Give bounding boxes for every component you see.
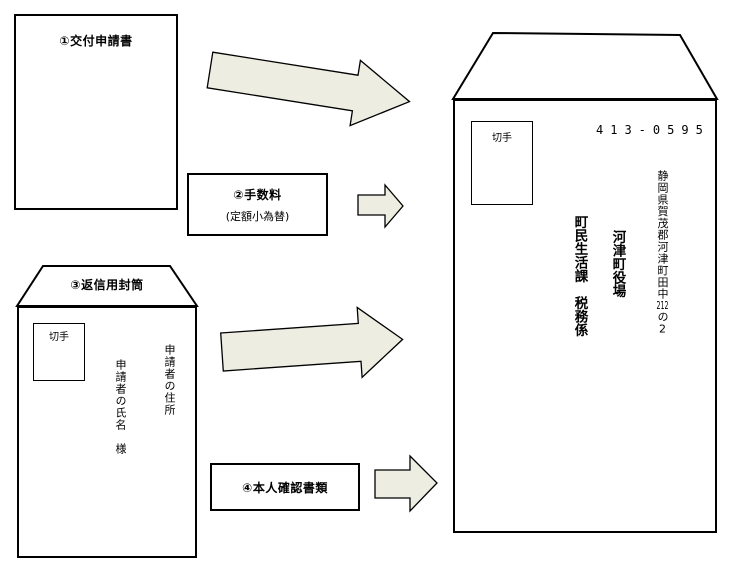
- applicant-address-text: 申請者の住所: [163, 344, 176, 416]
- fee-note: (定額小為替): [225, 209, 290, 223]
- mail-envelope-flap: [451, 31, 719, 100]
- return-envelope-flap: [15, 265, 199, 307]
- application-form-label: ①交付申請書: [59, 34, 133, 48]
- arrow-identity-to-envelope-icon: [374, 454, 438, 513]
- arrow-return-envelope-to-envelope-icon: [220, 306, 404, 379]
- recipient-address-line: 静岡県賀茂郡河津町田中: [656, 170, 669, 300]
- arrow-application-to-envelope-icon: [206, 51, 411, 127]
- recipient-address-number: 212: [656, 299, 669, 311]
- fee-label: ②手数料: [233, 187, 282, 202]
- postal-code: 413-0595: [596, 123, 710, 137]
- recipient-address: 静岡県賀茂郡河津町田中212の2: [656, 170, 669, 337]
- mail-envelope-body: 切手 413-0595 静岡県賀茂郡河津町田中212の2 河津町役場 町民生活課…: [453, 99, 717, 533]
- mail-envelope-stamp-box: 切手: [471, 121, 533, 205]
- fee-box: ②手数料 (定額小為替): [187, 173, 328, 236]
- mail-envelope-stamp-label: 切手: [492, 133, 512, 144]
- return-envelope-stamp-label: 切手: [49, 332, 69, 343]
- applicant-name-text: 申請者の氏名 様: [114, 359, 127, 455]
- return-envelope-label: ③返信用封筒: [70, 278, 144, 292]
- recipient-office: 河津町役場: [609, 230, 626, 298]
- application-form-sheet: ①交付申請書: [14, 14, 178, 210]
- return-envelope-stamp-box: 切手: [33, 323, 85, 381]
- identity-documents-box: ④本人確認書類: [210, 463, 360, 511]
- return-envelope-body: 切手 申請者の住所 申請者の氏名 様: [17, 306, 197, 558]
- recipient-section: 町民生活課 税務係: [571, 215, 588, 337]
- recipient-address-suffix: の2: [656, 310, 669, 337]
- arrow-fee-to-envelope-icon: [357, 183, 404, 229]
- identity-documents-label: ④本人確認書類: [242, 480, 328, 495]
